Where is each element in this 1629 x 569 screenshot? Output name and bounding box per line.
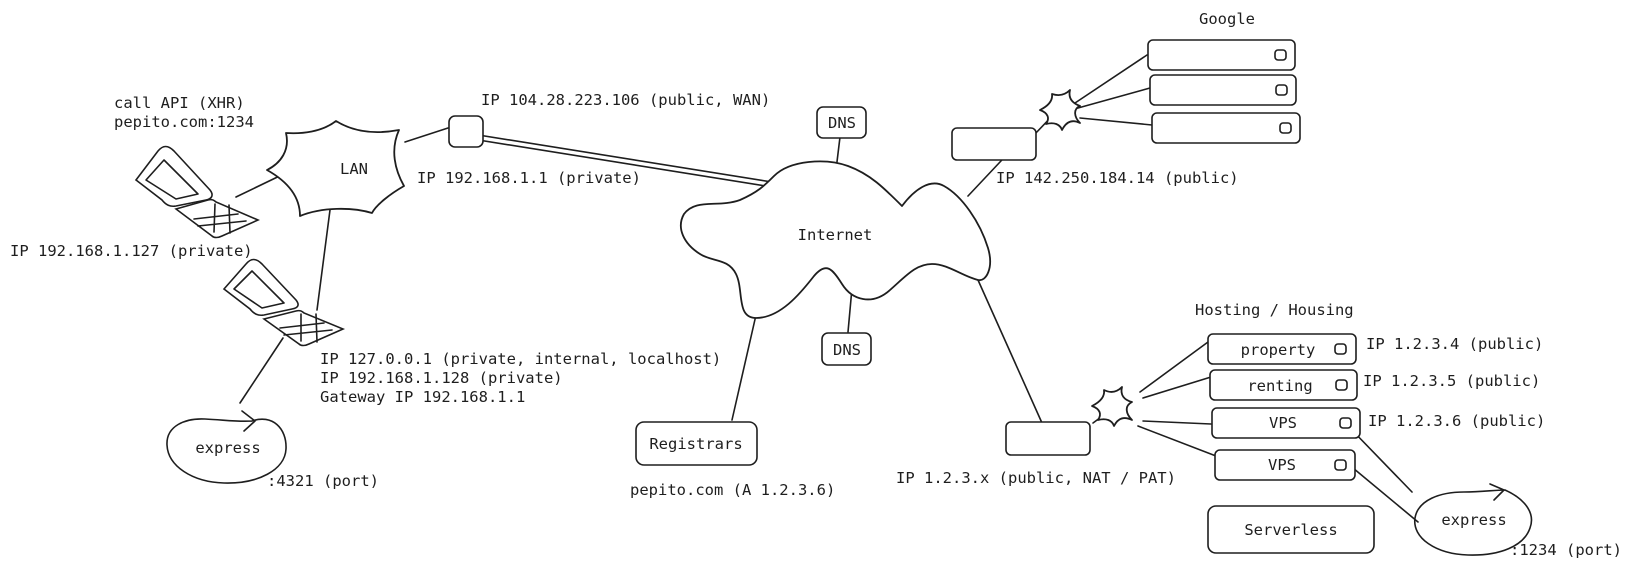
google-switch-server3 [1079,117,1153,126]
google-server-3 [1151,112,1301,144]
internet-label: Internet [798,226,873,244]
remote-express-port-label: :1234 (port) [1510,541,1622,559]
router-internet-line [465,132,773,183]
server-property-label: property [1241,341,1316,359]
hosting-router-icon [1005,421,1091,456]
server-vps1-ip-label: IP 1.2.3.6 (public) [1368,412,1545,430]
dns-bottom-line [847,287,853,333]
router-private-ip-label: IP 192.168.1.1 (private) [417,169,641,187]
dns-bottom-node: DNS [821,332,872,366]
internet-hosting-line [977,279,1043,424]
hosting-router-ip-label: IP 1.2.3.x (public, NAT / PAT) [896,469,1176,487]
remote-express-arrow-icon [1489,483,1505,501]
local-express-node: express [166,410,287,484]
registrars-label: Registrars [649,435,742,453]
dns-top-label: DNS [828,114,856,132]
hosting-switch-vps2 [1137,425,1217,457]
registrars-line [731,314,757,421]
google-switch-icon [1039,89,1081,131]
laptop2-localhost-label: IP 127.0.0.1 (private, internal, localho… [320,350,721,368]
local-express-port-label: :4321 (port) [267,472,379,490]
vps2-express-line [1352,467,1419,523]
hosting-switch-vps1 [1142,420,1212,425]
lan-router-line [404,127,449,143]
remote-express-node: express [1414,483,1533,556]
hosting-switch-property [1139,341,1209,393]
server-led-icon [1279,122,1292,134]
serverless-label: Serverless [1244,521,1337,539]
server-vps-2-label: VPS [1268,456,1296,474]
serverless-node: Serverless [1207,505,1375,554]
server-vps-1-label: VPS [1269,414,1297,432]
google-switch-server1 [1074,54,1148,104]
hosting-title-label: Hosting / Housing [1195,301,1354,319]
dns-bottom-label: DNS [833,341,861,359]
router-internet-line-2 [465,137,773,188]
hosting-switch-renting [1142,376,1212,399]
call-api-label: call API (XHR) [114,94,245,112]
google-ip-label: IP 142.250.184.14 (public) [996,169,1239,187]
dns-top-node: DNS [816,106,867,139]
google-switch-server2 [1077,87,1151,109]
text-labels: call API (XHR) pepito.com:1234 IP 104.28… [10,10,1622,559]
call-api-host-label: pepito.com:1234 [114,113,254,131]
server-led-icon [1275,84,1288,96]
local-express-label: express [195,439,260,457]
server-vps-1: VPS [1211,407,1361,439]
remote-express-label: express [1441,511,1506,529]
server-led-icon [1335,379,1348,391]
laptop2-lan-line [316,209,331,311]
connections [235,54,1419,523]
google-router-icon [951,127,1037,161]
server-led-icon [1339,417,1352,429]
vps1-express-line [1349,427,1413,493]
laptop2-express-line [239,337,284,404]
laptop-1-icon [134,145,260,239]
server-led-icon [1274,49,1287,61]
server-property: property [1207,333,1357,365]
laptop2-gateway-label: Gateway IP 192.168.1.1 [320,388,525,406]
google-label: Google [1199,10,1255,28]
server-property-ip-label: IP 1.2.3.4 (public) [1366,335,1543,353]
internet-cloud: Internet [679,160,991,319]
laptop-2-icon [222,258,346,347]
lan-cloud: LAN [266,120,405,217]
laptop1-ip-label: IP 192.168.1.127 (private) [10,242,253,260]
registrars-record-label: pepito.com (A 1.2.3.6) [630,481,835,499]
server-led-icon [1334,343,1347,355]
server-vps-2: VPS [1214,449,1356,481]
server-renting-ip-label: IP 1.2.3.5 (public) [1363,372,1540,390]
router-public-ip-label: IP 104.28.223.106 (public, WAN) [481,91,770,109]
server-led-icon [1334,459,1347,471]
hosting-switch-icon [1091,386,1133,427]
local-express-arrow-icon [241,410,256,432]
server-renting: renting [1209,369,1358,401]
server-renting-label: renting [1247,377,1312,395]
google-server-2 [1149,74,1297,106]
lan-label: LAN [340,160,368,178]
registrars-node: Registrars [635,421,758,466]
lan-router-icon [448,115,484,148]
laptop2-ip-label: IP 192.168.1.128 (private) [320,369,563,387]
google-server-1 [1147,39,1296,71]
